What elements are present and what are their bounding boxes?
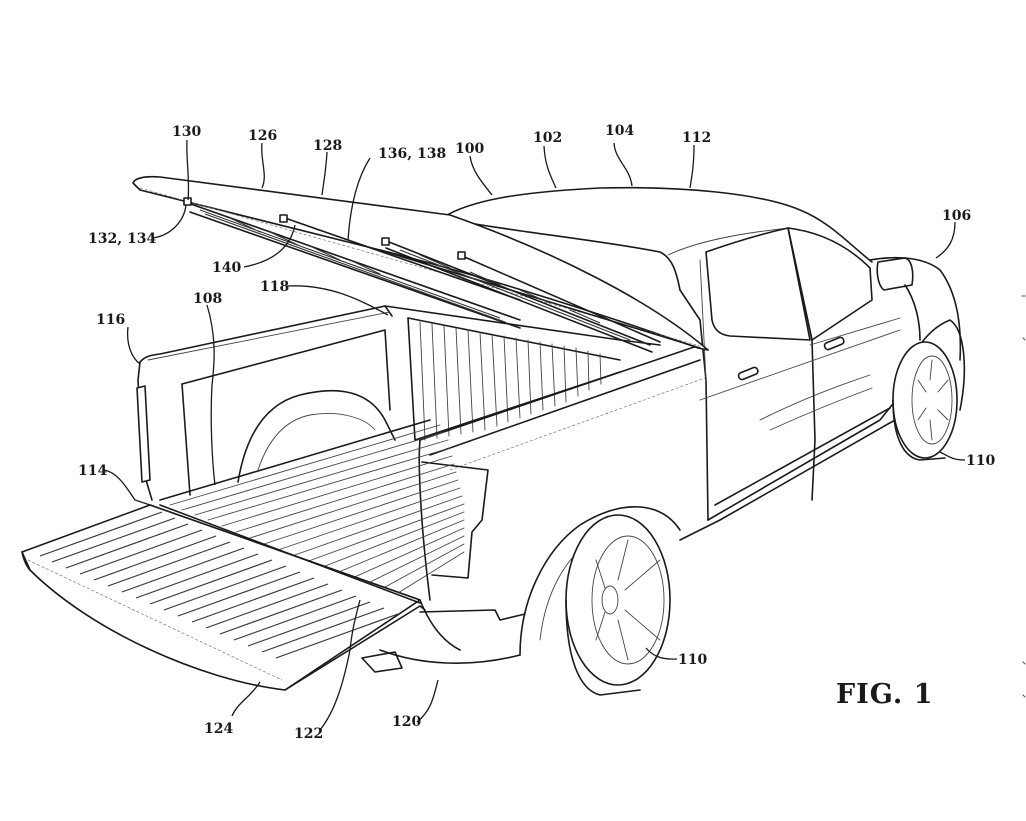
rear-bumper — [361, 599, 526, 673]
front-wheel — [892, 341, 958, 461]
label-126: 126 — [248, 128, 277, 144]
label-130: 130 — [172, 124, 201, 140]
bed-floor-ribs — [169, 424, 465, 599]
label-132-134: 132, 134 — [88, 231, 156, 247]
leader-lines — [103, 139, 966, 731]
label-110-front: 110 — [678, 652, 707, 668]
tailgate-cable — [159, 504, 421, 604]
label-108: 108 — [193, 291, 222, 307]
tailgate — [21, 504, 426, 691]
side-mirror — [876, 257, 914, 291]
strut-mount — [279, 214, 288, 223]
label-104: 104 — [605, 123, 634, 139]
label-118: 118 — [260, 279, 289, 295]
reference-labels: 130 126 128 136, 138 100 102 104 112 106… — [78, 123, 995, 742]
margin-marks — [1021, 295, 1026, 698]
front-door-handle — [823, 336, 845, 351]
label-116: 116 — [96, 312, 125, 328]
label-100: 100 — [455, 141, 484, 157]
figure-title: FIG. 1 — [836, 679, 933, 710]
tonneau-cover — [132, 175, 709, 353]
label-120: 120 — [392, 714, 421, 730]
label-110-rear: 110 — [966, 453, 995, 469]
label-112: 112 — [682, 130, 711, 146]
rear-wheel — [519, 506, 681, 696]
bed-front-wall-ribs — [419, 321, 602, 441]
label-102: 102 — [533, 130, 562, 146]
cover-latch-rear — [183, 197, 192, 206]
rear-door-handle — [737, 366, 759, 381]
label-124: 124 — [204, 721, 233, 737]
cover-latch-mid — [381, 237, 390, 246]
truck-cab — [441, 186, 966, 541]
label-114: 114 — [78, 463, 107, 479]
tailgate-ribs — [39, 511, 399, 659]
label-140: 140 — [212, 260, 241, 276]
label-106: 106 — [942, 208, 971, 224]
cover-support-struts — [187, 202, 661, 353]
label-122: 122 — [294, 726, 323, 742]
cover-latch-front — [457, 251, 466, 260]
label-136-138: 136, 138 — [378, 146, 446, 162]
label-128: 128 — [313, 138, 342, 154]
